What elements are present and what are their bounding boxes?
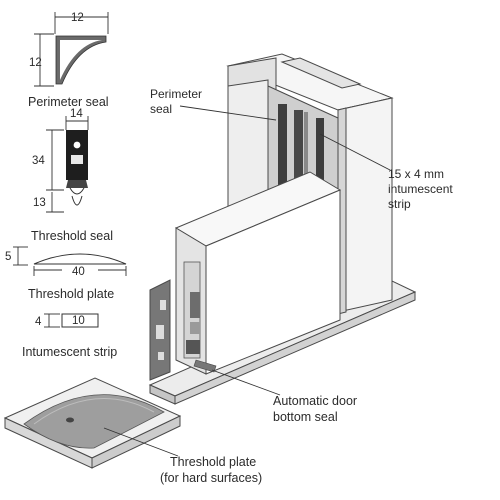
intumescent-strip-height-dim: 4 (35, 316, 42, 328)
intumescent-callout-line2: intumescent (388, 182, 453, 196)
perimeter-seal-width-dim: 12 (71, 12, 84, 24)
threshold-plate-hard-line2: (for hard surfaces) (160, 471, 262, 485)
intumescent-strip-width-dim: 10 (72, 315, 85, 327)
threshold-seal-profile-label: Threshold seal (31, 229, 113, 243)
perimeter-seal-profile: 12 12 Perimeter seal (28, 12, 109, 109)
perimeter-seal-profile-label: Perimeter seal (28, 95, 109, 109)
threshold-seal-profile: 14 34 13 Threshold seal (31, 108, 113, 243)
perimeter-seal-callout-line2: seal (150, 102, 172, 116)
threshold-seal-bottom-dim: 13 (33, 197, 46, 209)
threshold-plate-hard-line1: Threshold plate (170, 455, 256, 469)
threshold-plate-profile-label: Threshold plate (28, 287, 114, 301)
threshold-plate-width-dim: 40 (72, 266, 85, 278)
door-bottom-seal-line2: bottom seal (273, 410, 338, 424)
door-bottom-seal-line1: Automatic door (273, 394, 357, 408)
threshold-plate-profile: 5 40 Threshold plate (5, 246, 127, 301)
threshold-seal-height-dim: 34 (32, 155, 45, 167)
threshold-plate-height-dim: 5 (5, 251, 11, 263)
intumescent-strip-profile-label: Intumescent strip (22, 345, 117, 359)
intumescent-strip-profile: 4 10 Intumescent strip (22, 313, 117, 359)
callouts: Perimeter seal 15 x 4 mm intumescent str… (103, 87, 453, 485)
threshold-seal-width-dim: 14 (70, 108, 83, 120)
intumescent-callout-line3: strip (388, 197, 411, 211)
perimeter-seal-callout-line1: Perimeter (150, 87, 202, 101)
perimeter-seal-height-dim: 12 (29, 57, 42, 69)
intumescent-callout-line1: 15 x 4 mm (388, 167, 444, 181)
door-frame-illustration (148, 53, 417, 405)
threshold-plate-illustration (3, 377, 182, 469)
